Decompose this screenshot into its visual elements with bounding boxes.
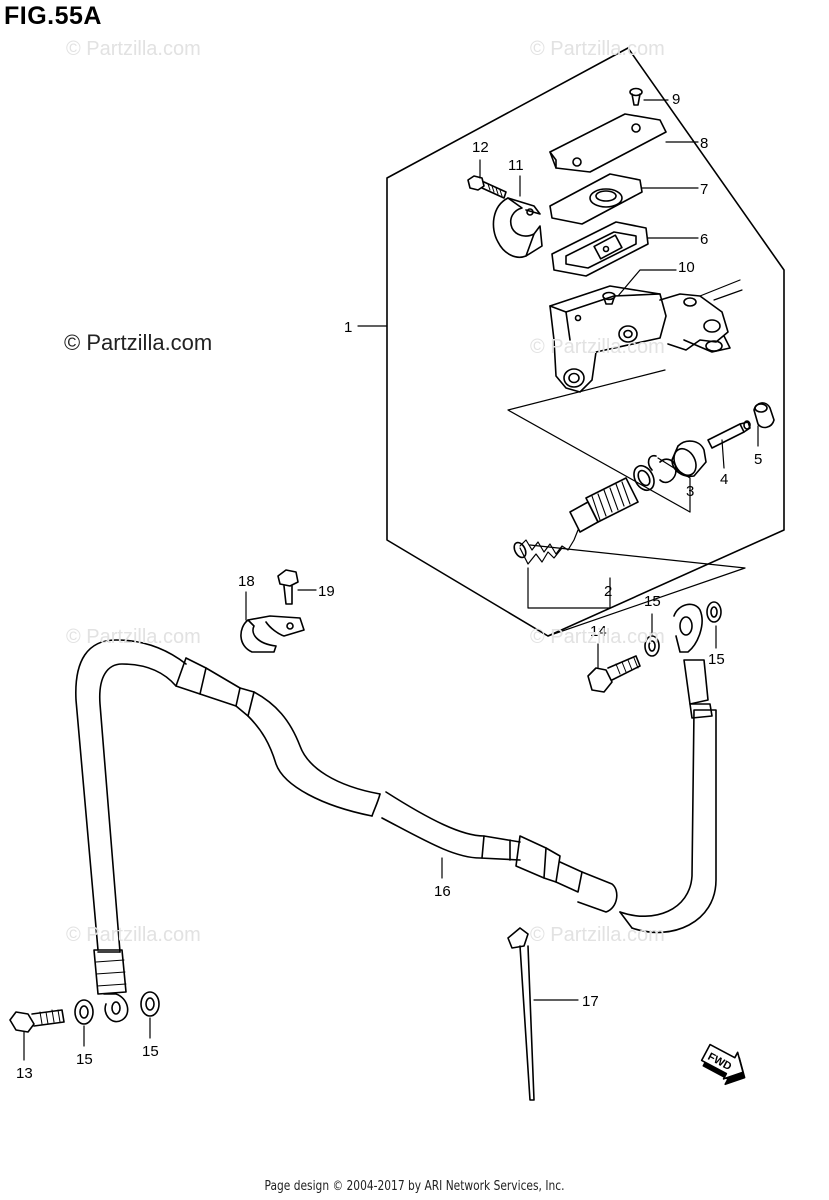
- callout-14: 14: [590, 623, 607, 640]
- callout-4: 4: [720, 471, 728, 488]
- part-9-screw: [629, 87, 643, 106]
- callout-labels: 1 2 3 4 5 6 7 8 9 10 11 12 13 14 15 15 1…: [16, 91, 762, 1082]
- callout-18: 18: [238, 573, 255, 590]
- callout-15-a: 15: [644, 593, 661, 610]
- watermark: © Partzilla.com: [66, 626, 201, 648]
- callout-5: 5: [754, 451, 762, 468]
- part-7-diaphragm-plate: [549, 173, 643, 225]
- figure-title: FIG.55A: [4, 2, 102, 30]
- part-5-boot: [753, 402, 775, 429]
- callout-1: 1: [344, 319, 352, 336]
- callout-16: 16: [434, 883, 451, 900]
- part-16-clutch-hose-left: [75, 639, 618, 953]
- callout-11: 11: [508, 157, 524, 174]
- callout-2: 2: [604, 583, 612, 600]
- part-19-bolt: [277, 569, 299, 605]
- callout-10: 10: [678, 259, 695, 276]
- part-18-hose-clamp: [240, 615, 305, 653]
- part-3-piston-set: [633, 440, 707, 492]
- callout-12: 12: [472, 139, 489, 156]
- callout-15-d: 15: [142, 1043, 159, 1060]
- callout-9: 9: [672, 91, 680, 108]
- watermark: © Partzilla.com: [530, 924, 665, 946]
- part-14-union-bolt: [587, 655, 641, 693]
- callout-6: 6: [700, 231, 708, 248]
- part-2-piston-spring: [513, 477, 639, 565]
- fwd-arrow-icon: FWD: [700, 1043, 746, 1086]
- part-12-bolt: [467, 175, 507, 199]
- part-16-clutch-hose-right: [619, 603, 717, 934]
- callout-13: 13: [16, 1065, 33, 1082]
- callout-19: 19: [318, 583, 335, 600]
- watermark: © Partzilla.com: [530, 626, 665, 648]
- callout-3: 3: [686, 483, 694, 500]
- callout-15-b: 15: [708, 651, 725, 668]
- part-6-diaphragm: [551, 221, 649, 277]
- part-1-master-cylinder: [549, 279, 743, 393]
- part-15-washers: [74, 601, 722, 1025]
- part-17-cable-tie: [507, 927, 535, 1101]
- assembly-frame: [386, 47, 785, 637]
- part-13-union-bolt: [9, 1009, 65, 1033]
- part-8-reservoir-cap: [549, 113, 667, 173]
- callout-15-c: 15: [76, 1051, 93, 1068]
- callout-17: 17: [582, 993, 599, 1010]
- part-4-push-rod: [707, 420, 751, 449]
- page-footer: Page design © 2004-2017 by ARI Network S…: [264, 1179, 565, 1194]
- callout-8: 8: [700, 135, 708, 152]
- part-11-clamp: [492, 197, 543, 258]
- callout-7: 7: [700, 181, 708, 198]
- watermark: © Partzilla.com: [66, 924, 201, 946]
- watermark: © Partzilla.com: [530, 336, 665, 358]
- leader-lines: [23, 99, 759, 1061]
- hose-fitting-lower: [93, 949, 129, 1023]
- watermark: © Partzilla.com: [66, 38, 201, 60]
- watermark: © Partzilla.com: [530, 38, 665, 60]
- copyright-notice: © Partzilla.com: [64, 330, 213, 355]
- exploded-plane-lines: [507, 369, 746, 637]
